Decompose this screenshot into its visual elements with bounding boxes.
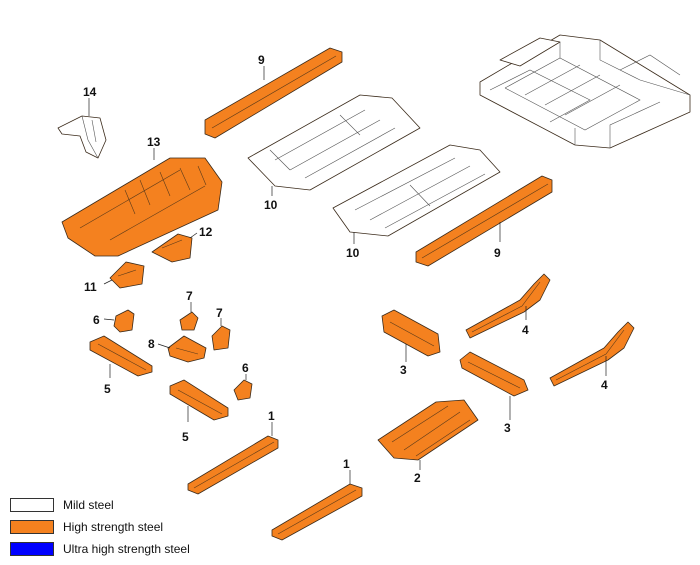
callout-5a: 5 [104,382,111,396]
callout-10b: 10 [346,246,360,260]
callout-8: 8 [148,337,155,351]
part-4-upper [465,273,551,339]
floor-assembly-overview [479,34,691,149]
legend-item-mild-steel: Mild steel [10,494,270,516]
part-10-lower-floor-panel [332,144,501,244]
part-1-upper [187,422,279,495]
callout-6a: 6 [93,313,100,327]
part-6-left [103,309,135,333]
part-9-lower-rail [415,175,553,267]
part-5-left [89,335,153,378]
callout-14: 14 [83,85,97,99]
part-3-lower [459,351,529,420]
callout-1b: 1 [343,457,350,471]
callout-3a: 3 [400,363,407,377]
legend-item-high-strength-steel: High strength steel [10,516,270,538]
part-3-upper [381,309,441,362]
part-1-lower [271,470,363,541]
part-6-right [233,374,253,401]
callout-13: 13 [147,135,161,149]
callout-4b: 4 [601,378,608,392]
part-10-upper-floor-panel [247,94,421,196]
part-7-right [211,318,231,351]
callout-10a: 10 [264,198,278,212]
legend-swatch-ultra-high-strength-steel [10,542,54,556]
callout-12: 12 [199,225,213,239]
part-12 [151,232,198,263]
callout-7a: 7 [186,289,193,303]
callout-4a: 4 [522,323,529,337]
callout-2: 2 [414,471,421,485]
legend-label-mild-steel: Mild steel [63,498,114,512]
legend-item-ultra-high-strength-steel: Ultra high strength steel [10,538,270,560]
part-4-lower [549,321,635,387]
callout-11: 11 [84,280,97,294]
part-11 [103,261,145,289]
callout-9a: 9 [258,53,265,67]
callout-3b: 3 [504,421,511,435]
part-8 [157,335,207,363]
part-5-right [169,379,229,422]
legend-swatch-high-strength-steel [10,520,54,534]
part-13-rear-floor [61,148,223,257]
part-2-tunnel [377,399,479,470]
legend-label-ultra-high-strength-steel: Ultra high strength steel [63,542,190,556]
part-7-left [179,302,199,331]
callout-6b: 6 [242,361,249,375]
callout-1a: 1 [268,409,275,423]
legend: Mild steel High strength steel Ultra hig… [10,494,270,560]
callout-9b: 9 [494,246,501,260]
part-14-bracket [57,98,107,159]
callout-7b: 7 [216,306,223,320]
legend-label-high-strength-steel: High strength steel [63,520,164,534]
legend-swatch-mild-steel [10,498,54,512]
callout-5b: 5 [182,430,189,444]
part-9-upper-rail [204,47,343,139]
